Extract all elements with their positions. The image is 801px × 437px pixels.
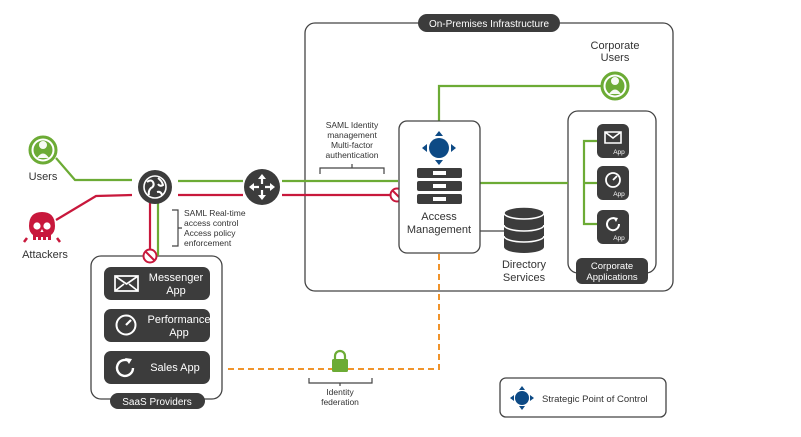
users-green-line <box>55 157 132 182</box>
svg-text:SAML Real-time: SAML Real-time <box>184 208 246 218</box>
identity-federation-line <box>228 254 440 370</box>
speedometer-icon <box>605 172 621 188</box>
refresh-icon <box>115 358 135 378</box>
corporate-users-green-line <box>437 84 604 121</box>
corp-apps-connector <box>582 139 597 226</box>
svg-text:management: management <box>327 130 377 140</box>
svg-text:Sales App: Sales App <box>150 362 200 374</box>
saas-title: SaaS Providers <box>122 397 191 408</box>
corporate-apps-title-line1: Corporate <box>591 261 633 272</box>
svg-text:Access policy: Access policy <box>184 228 236 238</box>
svg-text:App: App <box>613 191 625 198</box>
strategic-point-icon <box>422 131 456 165</box>
corporate-app-sales[interactable]: App <box>597 210 629 244</box>
on-prem-title: On-Premises Infrastructure <box>429 19 549 30</box>
saas-app-performance[interactable]: Performance App <box>104 309 210 342</box>
directory-services-label-1: Directory <box>502 259 547 271</box>
svg-text:App: App <box>613 149 625 156</box>
svg-text:App: App <box>169 327 189 339</box>
users-avatar <box>28 135 58 165</box>
identity-federation-label-1: Identity <box>326 387 354 397</box>
svg-text:Multi-factor: Multi-factor <box>331 140 373 150</box>
on-prem-title-tag <box>418 14 560 32</box>
saas-app-messenger[interactable]: Messenger App <box>104 267 210 300</box>
lock-icon <box>332 349 348 372</box>
corporate-app-performance[interactable]: App <box>597 166 629 200</box>
refresh-icon <box>606 217 621 232</box>
speedometer-icon <box>115 314 137 336</box>
saml-identity-annotation: SAML Identity management Multi-factor au… <box>319 120 385 174</box>
envelope-icon <box>604 131 622 144</box>
corporate-apps-title-line2: Applications <box>586 272 637 283</box>
access-management-label-2: Management <box>407 224 471 236</box>
users-label: Users <box>29 171 58 183</box>
svg-text:App: App <box>613 235 625 242</box>
svg-text:SAML Identity: SAML Identity <box>326 120 379 130</box>
identity-federation-label-2: federation <box>321 397 359 407</box>
directory-services-label-2: Services <box>503 272 546 284</box>
block-icon-saas <box>142 248 158 264</box>
corporate-users-avatar <box>600 71 630 101</box>
server-icon <box>417 168 462 204</box>
attackers-label: Attackers <box>22 249 68 261</box>
svg-text:Performance: Performance <box>148 314 211 326</box>
identity-federation-bracket <box>308 378 373 386</box>
svg-text:Messenger: Messenger <box>149 272 204 284</box>
saas-app-sales[interactable]: Sales App <box>104 351 210 384</box>
legend-strategic-point-icon <box>510 386 534 410</box>
corporate-apps-title-tag <box>576 258 648 284</box>
svg-text:App: App <box>166 285 186 297</box>
skull-icon <box>23 212 61 243</box>
attackers-red-line <box>55 193 133 221</box>
svg-text:authentication: authentication <box>326 150 379 160</box>
globe-icon <box>138 170 172 204</box>
saml-realtime-annotation: SAML Real-time access control Access pol… <box>172 208 246 248</box>
access-management-label-1: Access <box>421 211 457 223</box>
svg-text:enforcement: enforcement <box>184 238 232 248</box>
legend-box <box>499 377 667 418</box>
envelope-icon <box>114 275 139 292</box>
svg-text:access control: access control <box>184 218 238 228</box>
router-icon <box>244 169 280 205</box>
corporate-users-label-1: Corporate <box>591 40 640 52</box>
database-icon <box>503 206 545 253</box>
corporate-app-messenger[interactable]: App <box>597 124 629 158</box>
saas-title-tag <box>110 393 205 409</box>
legend-label: Strategic Point of Control <box>542 394 648 405</box>
corporate-users-label-2: Users <box>601 52 630 64</box>
